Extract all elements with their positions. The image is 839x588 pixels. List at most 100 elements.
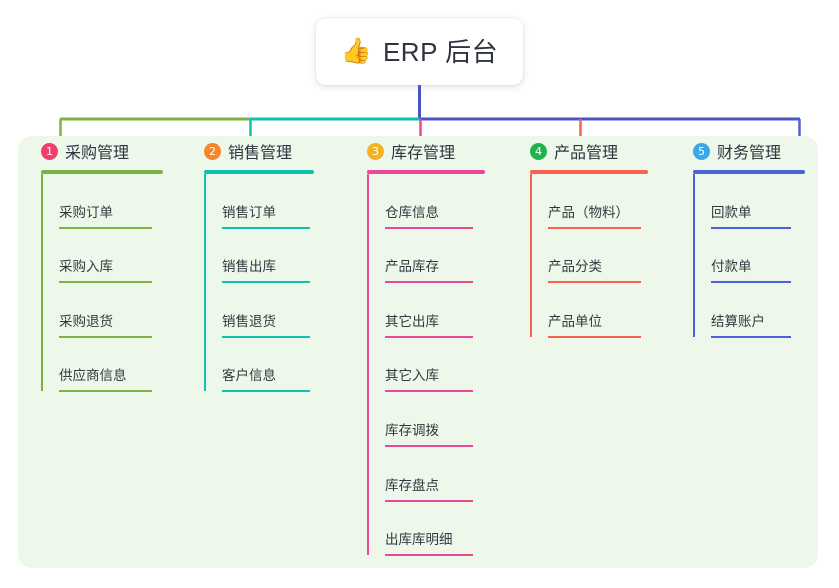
leaf-label: 产品库存 [385, 259, 439, 275]
branch-column-4: 4 产品管理产品（物料） 产品分类产品单位 [507, 136, 670, 568]
branch-underline [367, 170, 485, 174]
leaf-item[interactable]: 产品（物料） [530, 174, 670, 229]
branch-header-5[interactable]: 5 财务管理 [670, 136, 818, 166]
branch-column-2: 2 销售管理销售订单销售出库销售退货客户信息 [181, 136, 344, 568]
leaf-label: 供应商信息 [59, 368, 127, 384]
branch-header-1[interactable]: 1 采购管理 [18, 136, 181, 166]
leaf-label: 客户信息 [222, 368, 276, 384]
branch-underline [41, 170, 163, 174]
leaf-item[interactable]: 产品库存 [367, 229, 507, 284]
branch-number-badge: 2 [204, 142, 221, 160]
leaf-underline [59, 390, 152, 393]
branch-number-badge: 3 [367, 142, 384, 160]
leaf-list: 仓库信息产品库存其它出库其它入库库存调拨库存盘点出库库明细 [344, 174, 507, 557]
leaf-label: 其它入库 [385, 368, 439, 384]
branch-header-4[interactable]: 4 产品管理 [507, 136, 670, 166]
leaf-item[interactable]: 供应商信息 [41, 338, 181, 393]
leaf-list: 产品（物料） 产品分类产品单位 [507, 174, 670, 338]
leaf-item[interactable]: 其它入库 [367, 338, 507, 393]
leaf-item[interactable]: 销售订单 [204, 174, 344, 229]
leaf-label: 采购订单 [59, 204, 113, 220]
leaf-label: 销售退货 [222, 313, 276, 329]
leaf-label: 库存调拨 [385, 422, 439, 438]
leaf-item[interactable]: 回款单 [693, 174, 818, 229]
leaf-label: 采购入库 [59, 259, 113, 275]
branch-column-5: 5 财务管理回款单付款单结算账户 [670, 136, 818, 568]
leaf-list: 采购订单采购入库采购退货供应商信息 [18, 174, 181, 393]
leaf-label: 仓库信息 [385, 204, 439, 220]
branch-spine [693, 174, 695, 337]
branch-title: 财务管理 [717, 145, 782, 162]
branch-title: 库存管理 [391, 145, 456, 162]
branch-title: 产品管理 [554, 145, 619, 162]
leaf-label: 库存盘点 [385, 477, 439, 493]
leaf-underline [222, 226, 310, 229]
branch-header-2[interactable]: 2 销售管理 [181, 136, 344, 166]
leaf-underline [59, 226, 152, 229]
leaf-underline [385, 444, 473, 447]
branch-columns: 1 采购管理采购订单采购入库采购退货供应商信息 2 销售管理销售订单销售出库销售退货客… [18, 136, 818, 568]
leaf-label: 采购退货 [59, 313, 113, 329]
leaf-label: 其它出库 [385, 313, 439, 329]
leaf-underline [548, 226, 641, 229]
branch-underline [693, 170, 805, 174]
branch-spine [204, 174, 206, 392]
leaf-item[interactable]: 销售出库 [204, 229, 344, 284]
leaf-item[interactable]: 库存调拨 [367, 392, 507, 447]
leaf-underline [385, 499, 473, 502]
leaf-underline [548, 281, 641, 284]
leaf-underline [711, 335, 791, 338]
leaf-underline [59, 281, 152, 284]
root-node-content: 👍 ERP 后台 [341, 32, 498, 69]
leaf-underline [385, 335, 473, 338]
branch-panel [18, 136, 818, 568]
leaf-list: 销售订单销售出库销售退货客户信息 [181, 174, 344, 393]
leaf-item[interactable]: 付款单 [693, 229, 818, 284]
leaf-underline [385, 554, 473, 557]
branch-number-badge: 4 [530, 142, 547, 160]
branch-spine [41, 174, 43, 392]
leaf-label: 销售出库 [222, 259, 276, 275]
leaf-label: 产品（物料） [548, 204, 629, 220]
leaf-underline [222, 390, 310, 393]
leaf-label: 产品单位 [548, 313, 602, 329]
leaf-label: 回款单 [711, 204, 752, 220]
leaf-item[interactable]: 库存盘点 [367, 447, 507, 502]
branch-column-1: 1 采购管理采购订单采购入库采购退货供应商信息 [18, 136, 181, 568]
leaf-label: 销售订单 [222, 204, 276, 220]
leaf-underline [222, 281, 310, 284]
root-node[interactable]: 👍 ERP 后台 [316, 18, 523, 85]
branch-underline [530, 170, 648, 174]
leaf-item[interactable]: 采购退货 [41, 283, 181, 338]
leaf-underline [59, 335, 152, 338]
leaf-list: 回款单付款单结算账户 [670, 174, 818, 338]
branch-number-badge: 5 [693, 142, 710, 160]
branch-underline [204, 170, 314, 174]
leaf-item[interactable]: 仓库信息 [367, 174, 507, 229]
leaf-underline [385, 390, 473, 393]
leaf-item[interactable]: 其它出库 [367, 283, 507, 338]
branch-title: 采购管理 [65, 145, 130, 162]
leaf-item[interactable]: 产品单位 [530, 283, 670, 338]
branch-spine [530, 174, 532, 337]
root-title: ERP 后台 [382, 37, 499, 67]
thumbs-up-icon: 👍 [340, 36, 372, 65]
leaf-label: 出库库明细 [385, 532, 453, 548]
leaf-underline [222, 335, 310, 338]
leaf-item[interactable]: 出库库明细 [367, 502, 507, 557]
leaf-underline [385, 281, 473, 284]
leaf-item[interactable]: 采购订单 [41, 174, 181, 229]
leaf-item[interactable]: 产品分类 [530, 229, 670, 284]
leaf-label: 产品分类 [548, 259, 602, 275]
leaf-label: 结算账户 [711, 313, 765, 329]
branch-number-badge: 1 [41, 142, 58, 160]
branch-spine [367, 174, 369, 556]
leaf-item[interactable]: 销售退货 [204, 283, 344, 338]
leaf-label: 付款单 [711, 259, 752, 275]
branch-title: 销售管理 [228, 145, 293, 162]
leaf-item[interactable]: 客户信息 [204, 338, 344, 393]
leaf-item[interactable]: 结算账户 [693, 283, 818, 338]
branch-header-3[interactable]: 3 库存管理 [344, 136, 507, 166]
leaf-item[interactable]: 采购入库 [41, 229, 181, 284]
